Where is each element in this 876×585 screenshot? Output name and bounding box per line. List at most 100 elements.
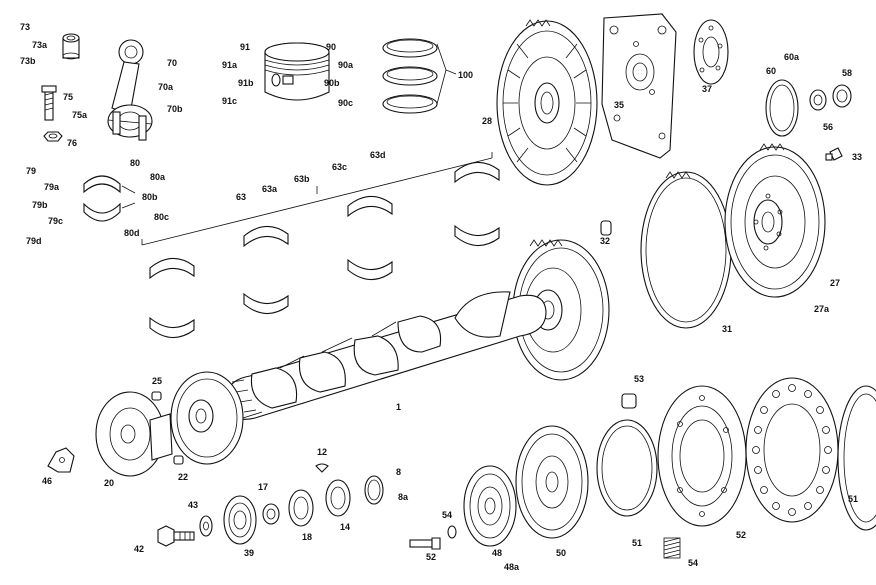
label-70a: 70a (158, 82, 174, 92)
pulley-bolt-52 (409, 537, 441, 550)
label-51-ring: 51 (632, 538, 642, 548)
pilot-ring (765, 79, 799, 137)
label-91b: 91b (238, 78, 254, 88)
label-100: 100 (458, 70, 473, 80)
label-70: 70 (167, 58, 177, 68)
label-50: 50 (556, 548, 566, 558)
flywheel-bolt (825, 147, 843, 161)
ring-8 (364, 475, 384, 505)
label-43: 43 (188, 500, 198, 510)
label-35: 35 (614, 100, 624, 110)
label-52-plate: 52 (736, 530, 746, 540)
bearing-14 (325, 479, 351, 517)
key-12 (315, 463, 329, 473)
seal-flange (693, 19, 729, 85)
label-54-spring: 54 (688, 558, 698, 568)
crankshaft (225, 239, 610, 420)
label-79d: 79d (26, 236, 42, 246)
label-80b: 80b (142, 192, 158, 202)
rod-bolt (41, 85, 57, 121)
pulley-50 (515, 425, 589, 539)
small-end-bushing (62, 33, 80, 60)
label-32: 32 (600, 236, 610, 246)
label-70b: 70b (167, 104, 183, 114)
label-27a: 27a (814, 304, 830, 314)
label-91a: 91a (222, 60, 238, 70)
label-12: 12 (317, 447, 327, 457)
spacer-17 (262, 503, 280, 525)
label-48a: 48a (504, 562, 520, 572)
label-31: 31 (722, 324, 732, 334)
label-90c: 90c (338, 98, 353, 108)
ring-51a (596, 419, 658, 517)
nut-53 (621, 393, 637, 409)
label-28: 28 (482, 116, 492, 126)
label-58: 58 (842, 68, 852, 78)
pulley-bolt (157, 525, 195, 547)
label-17: 17 (258, 482, 268, 492)
label-80: 80 (130, 158, 140, 168)
spring-54 (663, 537, 681, 559)
label-63d: 63d (370, 150, 386, 160)
label-63a: 63a (262, 184, 278, 194)
adapter-plate (601, 13, 677, 159)
label-79a: 79a (44, 182, 60, 192)
label-27: 27 (830, 278, 840, 288)
label-56: 56 (823, 122, 833, 132)
label-75a: 75a (72, 110, 88, 120)
label-79b: 79b (32, 200, 48, 210)
dowel-pin (600, 220, 612, 236)
label-90: 90 (326, 42, 336, 52)
label-76: 76 (67, 138, 77, 148)
label-80c: 80c (154, 212, 169, 222)
label-51-outer: 51 (848, 494, 858, 504)
label-48: 48 (492, 548, 502, 558)
bearing-race (832, 84, 852, 108)
label-53: 53 (634, 374, 644, 384)
washer-43 (199, 515, 213, 537)
label-63c: 63c (332, 162, 347, 172)
main-bearing-shells (141, 152, 500, 339)
label-91c: 91c (222, 96, 237, 106)
label-91: 91 (240, 42, 250, 52)
label-73b: 73b (20, 56, 36, 66)
label-79: 79 (26, 166, 36, 176)
hub-plate-52 (657, 385, 747, 527)
label-80d: 80d (124, 228, 140, 238)
label-18: 18 (302, 532, 312, 542)
connecting-rod (107, 39, 153, 141)
label-20: 20 (104, 478, 114, 488)
label-39: 39 (244, 548, 254, 558)
pressure-plate (496, 19, 598, 186)
label-60: 60 (766, 66, 776, 76)
label-37: 37 (702, 84, 712, 94)
woodruff-key-22 (173, 455, 184, 465)
bracket (47, 447, 75, 473)
label-90a: 90a (338, 60, 354, 70)
label-52-bolt: 52 (426, 552, 436, 562)
pulley-48 (463, 465, 517, 547)
label-25: 25 (152, 376, 162, 386)
label-60a: 60a (784, 52, 800, 62)
flywheel (724, 143, 826, 298)
label-22: 22 (178, 472, 188, 482)
ring-gear (640, 171, 732, 329)
label-14: 14 (340, 522, 350, 532)
label-80a: 80a (150, 172, 166, 182)
front-gear (170, 371, 263, 465)
front-hub (95, 391, 173, 477)
damper-plate (745, 377, 839, 523)
label-54-washer: 54 (442, 510, 452, 520)
label-8: 8 (396, 467, 401, 477)
ring-51b (837, 385, 876, 531)
label-8a: 8a (398, 492, 409, 502)
label-90b: 90b (324, 78, 340, 88)
label-33: 33 (852, 152, 862, 162)
label-63: 63 (236, 192, 246, 202)
label-63b: 63b (294, 174, 310, 184)
washer-54 (447, 525, 457, 539)
label-1: 1 (396, 402, 401, 412)
pilot-bearing (809, 89, 827, 111)
label-73: 73 (20, 22, 30, 32)
part-labels: 73 73a 73b 75 75a 76 70 70a 70b 91 91a 9… (20, 22, 862, 572)
